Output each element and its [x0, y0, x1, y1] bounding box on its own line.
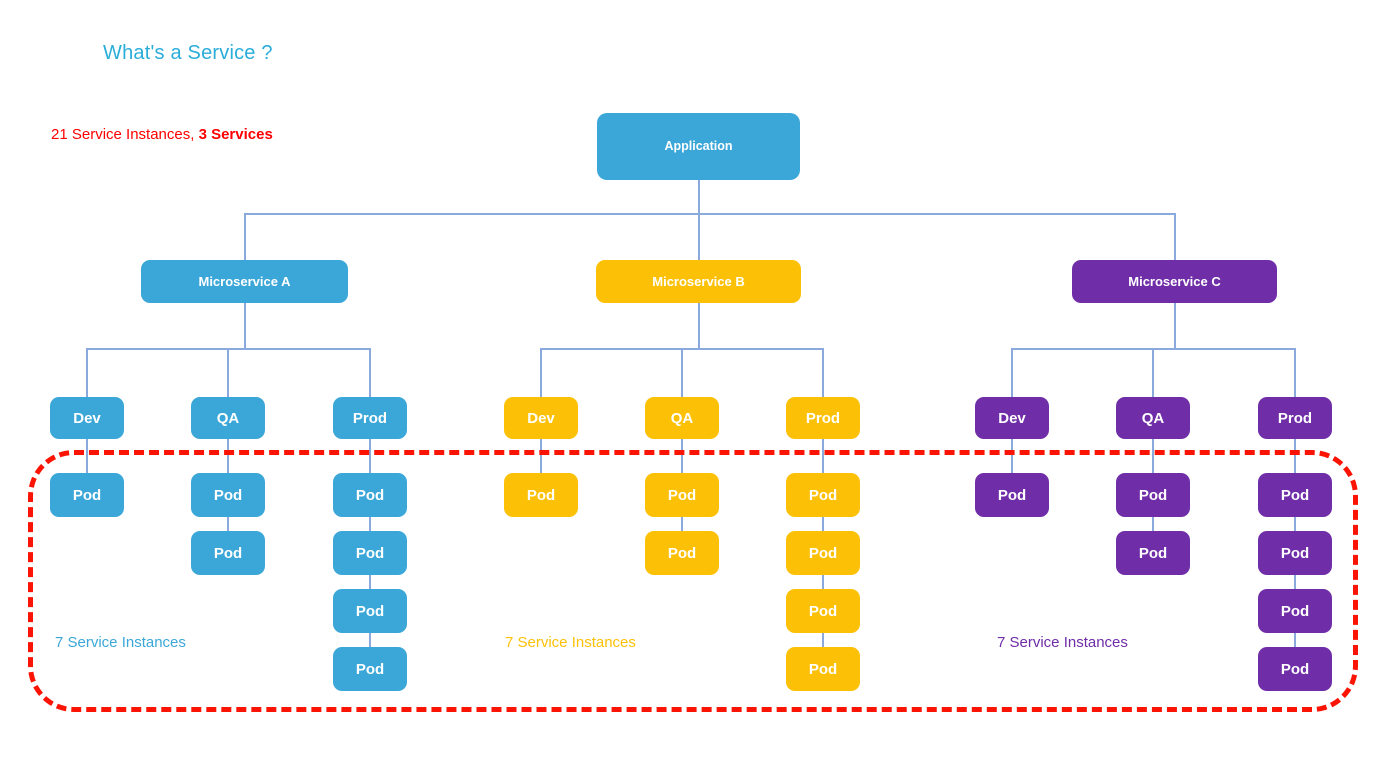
connector-pod-link	[1294, 439, 1296, 473]
connector-pod-link	[1011, 439, 1013, 473]
node-pod[interactable]: Pod	[333, 531, 407, 575]
node-pod[interactable]: Pod	[645, 473, 719, 517]
node-pod[interactable]: Pod	[645, 531, 719, 575]
connector-bus-to-environment	[86, 348, 88, 397]
connector-microservice-stem	[698, 303, 700, 348]
connector-bus-to-microservice	[1174, 213, 1176, 260]
connector-pod-link	[227, 517, 229, 531]
connector-pod-link	[1294, 633, 1296, 647]
summary-strong: 3 Services	[198, 126, 273, 143]
page-title: What's a Service ?	[103, 42, 273, 64]
node-environment-prod[interactable]: Prod	[786, 397, 860, 439]
summary-note: 21 Service Instances, 3 Services	[51, 126, 273, 143]
connector-microservice-bus	[245, 213, 1175, 215]
connector-pod-link	[1294, 575, 1296, 589]
connector-pod-link	[540, 439, 542, 473]
connector-pod-link	[369, 517, 371, 531]
node-pod[interactable]: Pod	[333, 473, 407, 517]
connector-pod-link	[1294, 517, 1296, 531]
connector-app-stem	[698, 180, 700, 213]
node-pod[interactable]: Pod	[1116, 473, 1190, 517]
node-pod[interactable]: Pod	[786, 589, 860, 633]
node-pod[interactable]: Pod	[1258, 473, 1332, 517]
node-environment-qa[interactable]: QA	[191, 397, 265, 439]
service-instances-label: 7 Service Instances	[997, 634, 1128, 651]
node-environment-qa[interactable]: QA	[645, 397, 719, 439]
connector-bus-to-environment	[1294, 348, 1296, 397]
node-pod[interactable]: Pod	[333, 589, 407, 633]
node-microservice-b[interactable]: Microservice B	[596, 260, 801, 303]
connector-microservice-stem	[244, 303, 246, 348]
connector-bus-to-environment	[1011, 348, 1013, 397]
connector-pod-link	[369, 575, 371, 589]
node-environment-qa[interactable]: QA	[1116, 397, 1190, 439]
connector-bus-to-environment	[1152, 348, 1154, 397]
node-microservice-c[interactable]: Microservice C	[1072, 260, 1277, 303]
connector-pod-link	[1152, 517, 1154, 531]
connector-pod-link	[369, 633, 371, 647]
connector-bus-to-environment	[822, 348, 824, 397]
connector-pod-link	[86, 439, 88, 473]
service-instances-label: 7 Service Instances	[55, 634, 186, 651]
connector-bus-to-environment	[369, 348, 371, 397]
connector-pod-link	[369, 439, 371, 473]
connector-bus-to-microservice	[698, 213, 700, 260]
node-application[interactable]: Application	[597, 113, 800, 180]
node-environment-dev[interactable]: Dev	[975, 397, 1049, 439]
summary-prefix: 21 Service Instances,	[51, 126, 199, 143]
node-pod[interactable]: Pod	[191, 473, 265, 517]
connector-bus-to-microservice	[244, 213, 246, 260]
node-environment-dev[interactable]: Dev	[504, 397, 578, 439]
connector-pod-link	[227, 439, 229, 473]
connector-pod-link	[822, 439, 824, 473]
node-pod[interactable]: Pod	[975, 473, 1049, 517]
node-pod[interactable]: Pod	[1116, 531, 1190, 575]
node-pod[interactable]: Pod	[786, 647, 860, 691]
node-pod[interactable]: Pod	[50, 473, 124, 517]
node-pod[interactable]: Pod	[786, 531, 860, 575]
node-pod[interactable]: Pod	[1258, 589, 1332, 633]
connector-bus-to-environment	[540, 348, 542, 397]
connector-pod-link	[822, 575, 824, 589]
node-microservice-a[interactable]: Microservice A	[141, 260, 348, 303]
node-pod[interactable]: Pod	[504, 473, 578, 517]
node-pod[interactable]: Pod	[333, 647, 407, 691]
connector-pod-link	[822, 633, 824, 647]
service-instances-label: 7 Service Instances	[505, 634, 636, 651]
node-pod[interactable]: Pod	[191, 531, 265, 575]
node-environment-dev[interactable]: Dev	[50, 397, 124, 439]
node-pod[interactable]: Pod	[786, 473, 860, 517]
connector-pod-link	[681, 439, 683, 473]
node-environment-prod[interactable]: Prod	[333, 397, 407, 439]
connector-microservice-stem	[1174, 303, 1176, 348]
connector-pod-link	[681, 517, 683, 531]
connector-pod-link	[822, 517, 824, 531]
node-pod[interactable]: Pod	[1258, 647, 1332, 691]
node-pod[interactable]: Pod	[1258, 531, 1332, 575]
connector-pod-link	[1152, 439, 1154, 473]
connector-bus-to-environment	[681, 348, 683, 397]
connector-bus-to-environment	[227, 348, 229, 397]
node-environment-prod[interactable]: Prod	[1258, 397, 1332, 439]
